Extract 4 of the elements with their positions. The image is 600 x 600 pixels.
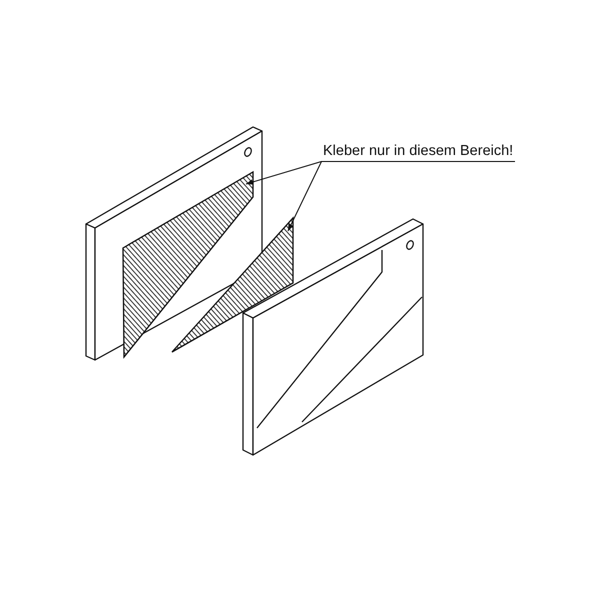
callout-text: Kleber nur in diesem Bereich! [321, 143, 516, 162]
hatched-adhesive-area [171, 216, 294, 353]
leader-line [246, 161, 322, 185]
leader-line [288, 161, 322, 232]
